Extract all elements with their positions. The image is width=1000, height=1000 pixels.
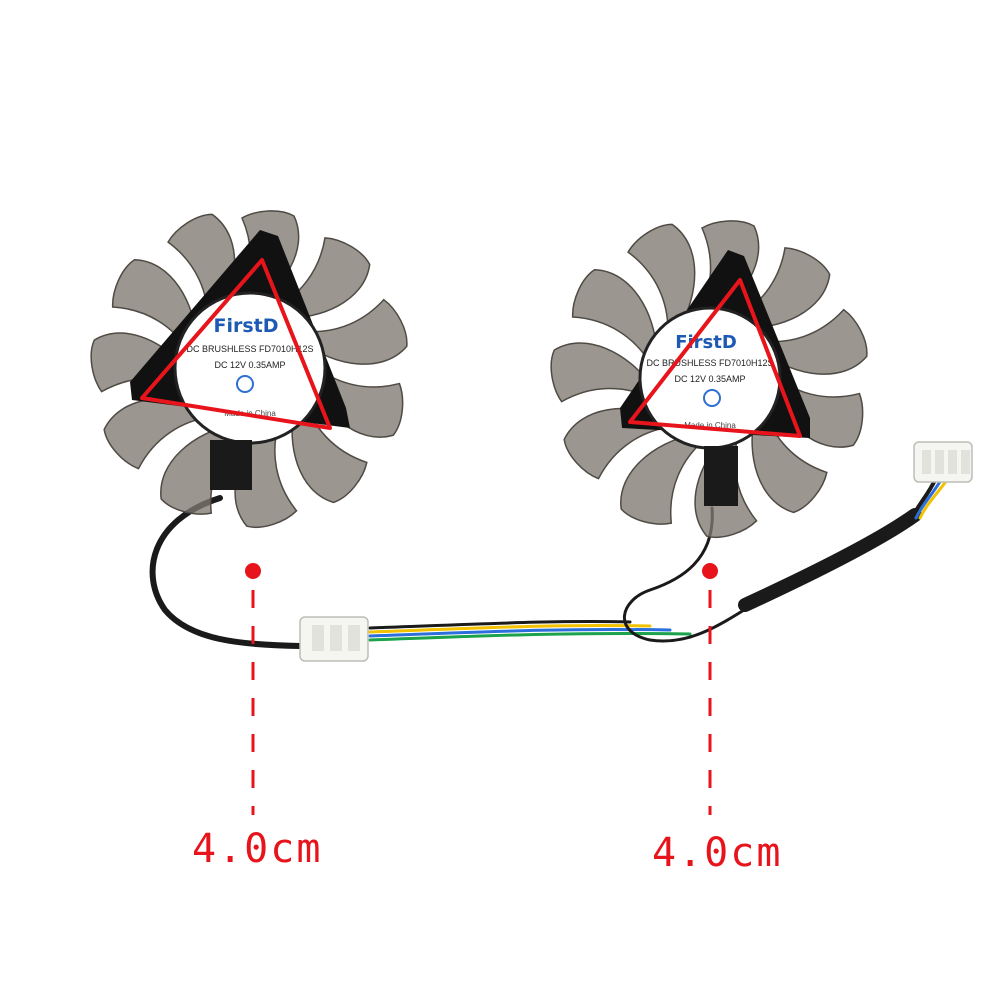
cable-harness <box>149 478 949 649</box>
fan-right: FirstD DC BRUSHLESS FD7010H12S DC 12V 0.… <box>547 216 875 544</box>
label-line-2: DC 12V 0.35AMP <box>214 360 285 370</box>
brand-logo: FirstD <box>213 315 278 337</box>
connector-3pin <box>299 616 369 662</box>
label-line-1: DC BRUSHLESS FD7010H12S <box>186 344 313 354</box>
label-line-3: Made in China <box>684 421 736 430</box>
spacing-label-right: 4.0cm <box>652 830 783 876</box>
fan-left: FirstD DC BRUSHLESS FD7010H12S DC 12V 0.… <box>87 206 415 534</box>
measure-marker-left <box>245 563 261 815</box>
label-line-1: DC BRUSHLESS FD7010H12S <box>646 358 773 368</box>
spacing-label-left: 4.0cm <box>192 826 323 872</box>
connector-4pin <box>913 441 973 483</box>
label-line-2: DC 12V 0.35AMP <box>674 374 745 384</box>
marker-triangle <box>140 258 332 430</box>
measure-marker-right <box>702 563 718 815</box>
marker-triangle <box>628 278 802 438</box>
brand-logo: FirstD <box>675 332 737 353</box>
